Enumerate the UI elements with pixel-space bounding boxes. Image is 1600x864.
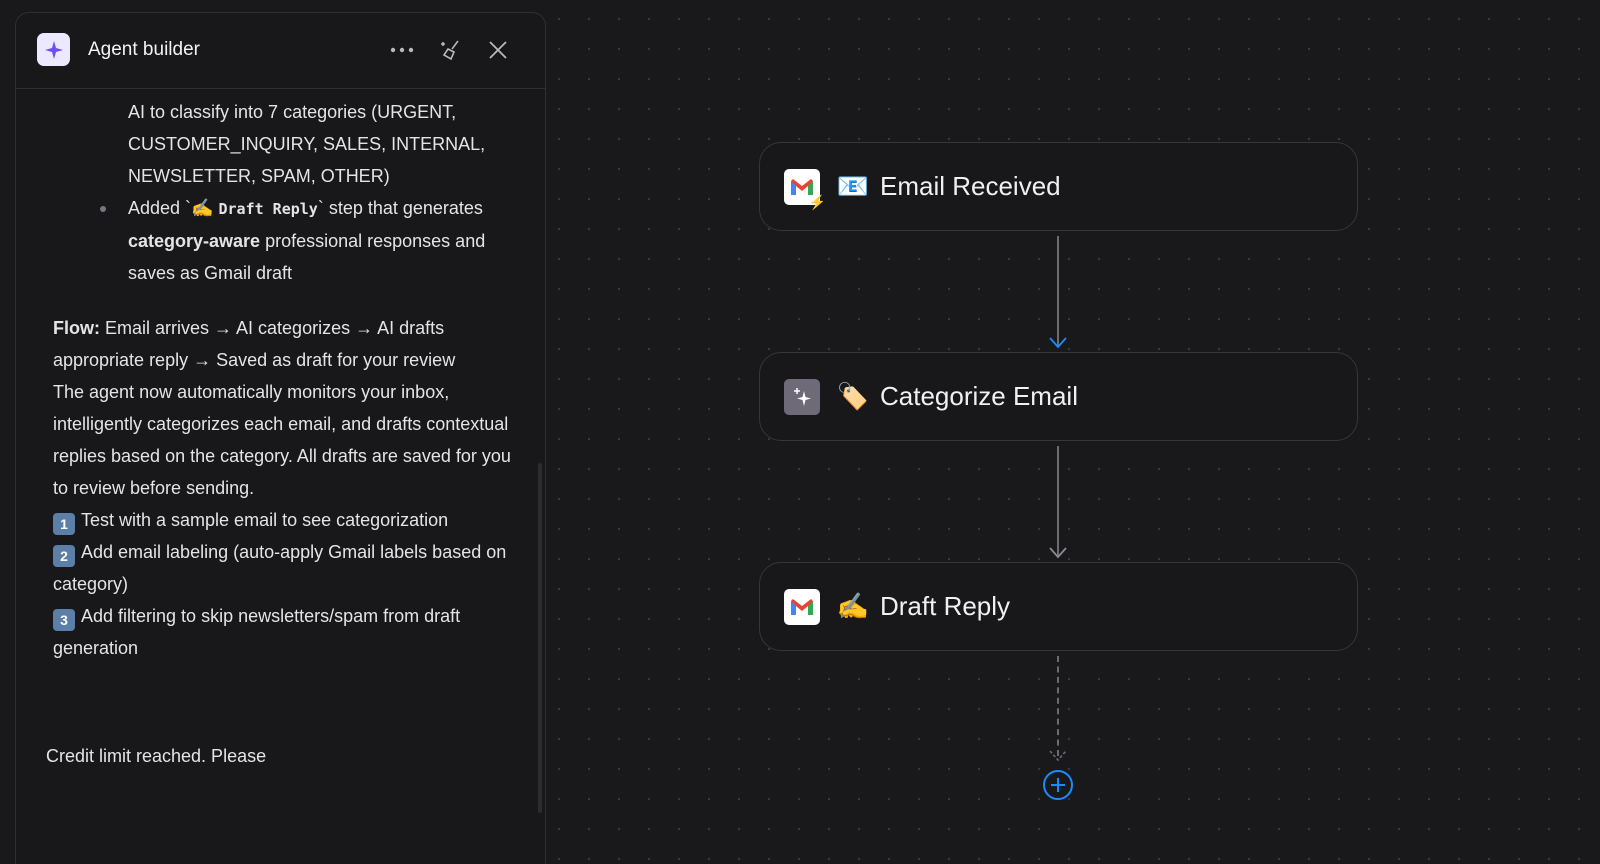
broom-sparkle-icon[interactable] — [435, 35, 465, 65]
arrow-down-icon — [1049, 547, 1067, 559]
dashed-connector — [1057, 656, 1059, 756]
node-email-received[interactable]: ⚡ 📧 Email Received — [759, 142, 1358, 231]
chat-message: AI to classify into 7 categories (URGENT… — [16, 90, 545, 864]
flow-paragraph: Flow: Email arrives → AI categorizes → A… — [53, 312, 515, 376]
flow-text: Email arrives → AI categorizes → AI draf… — [53, 318, 456, 370]
text: Added ` — [128, 198, 192, 218]
step-text: Add filtering to skip newsletters/spam f… — [53, 606, 461, 658]
step-text: Test with a sample email to see categori… — [81, 510, 449, 530]
connector — [1057, 446, 1059, 556]
more-horizontal-icon[interactable] — [387, 35, 417, 65]
gmail-icon — [784, 588, 820, 625]
text: ` step that generates — [317, 198, 483, 218]
step-text: Add email labeling (auto-apply Gmail lab… — [53, 542, 507, 594]
summary-paragraph: The agent now automatically monitors you… — [53, 382, 511, 498]
writing-hand-emoji: ✍️ — [191, 198, 214, 218]
code-step-name: Draft Reply — [218, 200, 318, 218]
credit-limit-notice: Credit limit reached. Please — [46, 746, 267, 766]
panel-header: Agent builder — [16, 13, 545, 89]
writing-hand-emoji: ✍️ — [836, 591, 870, 621]
step-1: 1 Test with a sample email to see categor… — [53, 504, 515, 536]
connector — [1057, 236, 1059, 346]
keycap-3-icon: 3 — [53, 609, 75, 631]
scrollbar[interactable] — [538, 463, 542, 813]
gmail-trigger-icon: ⚡ — [784, 168, 826, 210]
node-draft-reply[interactable]: ✍️ Draft Reply — [759, 562, 1358, 651]
arrow-down-icon — [1049, 750, 1067, 762]
agent-builder-panel: Agent builder AI to classify into 7 cate… — [15, 12, 546, 864]
node-categorize-email[interactable]: 🏷️ Categorize Email — [759, 352, 1358, 441]
list-item: Added `✍️ Draft Reply` step that generat… — [91, 192, 515, 289]
close-icon[interactable] — [483, 35, 513, 65]
arrow-down-icon — [1049, 337, 1067, 349]
node-label: Email Received — [880, 171, 1061, 201]
ai-sparkle-icon — [784, 378, 820, 415]
node-label: Draft Reply — [880, 591, 1011, 621]
sparkle-icon — [37, 33, 70, 66]
keycap-1-icon: 1 — [53, 513, 75, 535]
plus-circle-icon[interactable] — [1042, 769, 1074, 801]
panel-title: Agent builder — [88, 39, 200, 60]
flow-label: Flow: — [53, 318, 100, 338]
list-item: AI to classify into 7 categories (URGENT… — [91, 96, 515, 192]
keycap-2-icon: 2 — [53, 545, 75, 567]
bold-text: category-aware — [128, 231, 261, 251]
bullet-text: AI to classify into 7 categories (URGENT… — [128, 102, 486, 186]
bullet-dot — [100, 206, 106, 212]
label-tag-emoji: 🏷️ — [836, 381, 870, 411]
text: professional responses and saves as Gmai… — [128, 231, 486, 283]
envelope-emoji: 📧 — [836, 171, 870, 201]
node-label: Categorize Email — [880, 381, 1078, 411]
